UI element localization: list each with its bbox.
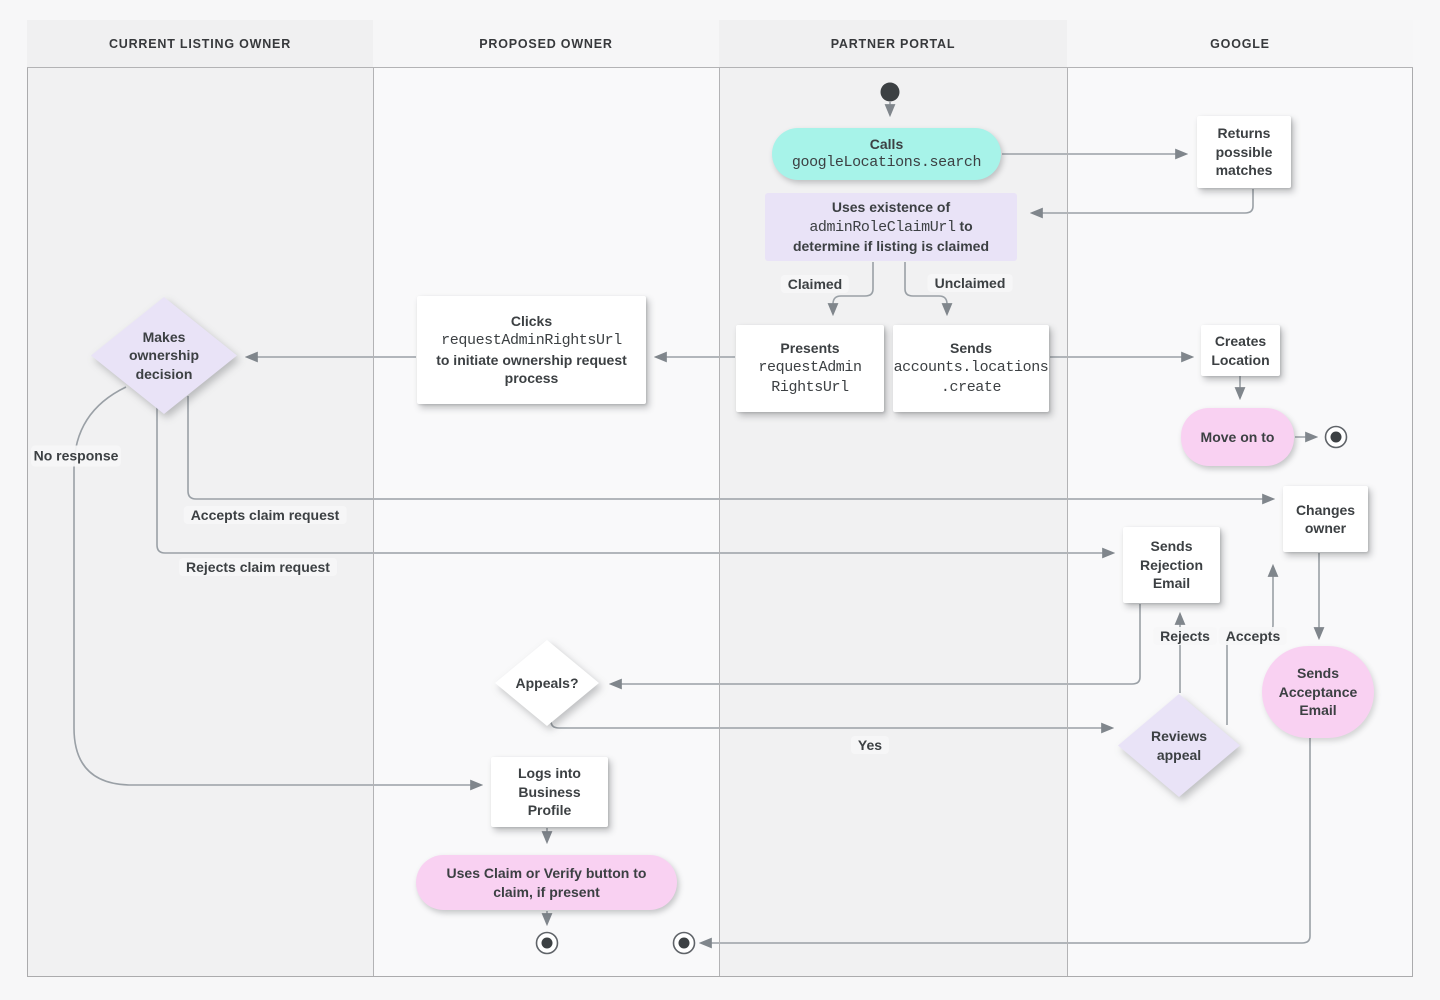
node-text-mono: adminRoleClaimUrl [809,218,956,236]
node-text-bold: Uses existence of [831,199,951,216]
node-text-bold: to determine if listing is claimed [792,217,990,255]
node-text-mono: accounts.locations [893,358,1049,376]
node-calls-google-locations-search: Calls googleLocations.search [772,128,1001,180]
node-sends-rejection-email: Sends Rejection Email [1123,527,1220,603]
edge-appeals-yes-to-reviews [550,716,1115,734]
lane-title: GOOGLE [1210,36,1270,51]
start-node [880,82,900,102]
lane-header-google: GOOGLE [1067,20,1413,68]
node-logs-into-business-profile: Logs into Business Profile [491,757,608,827]
node-text: Logs into Business Profile [518,765,581,819]
node-text-mono: googleLocations.search [791,154,982,172]
node-presents-request-admin-rights-url: Presents requestAdmin RightsUrl [736,325,884,412]
node-text-bold: Sends [949,340,992,357]
edge-claimed-branch [827,262,874,317]
lane-title: CURRENT LISTING OWNER [108,36,292,51]
edge-returns-to-uses-existence [1029,189,1254,219]
node-text-mono: requestAdminRightsUrl [441,331,622,349]
lane-header-proposed-owner: PROPOSED OWNER [373,20,719,68]
edge-label-claimed: Claimed [780,275,850,293]
edge-acceptance-to-end [698,736,1311,949]
node-sends-accounts-locations-create: Sends accounts.locations .create [893,325,1049,412]
edge-label-rejects: Rejects [1153,627,1217,645]
edge-rejects-claim-request [156,400,1116,559]
node-text: Move on to [1200,428,1275,445]
end-node [1324,425,1348,449]
node-sends-acceptance-email: Sends Acceptance Email [1262,646,1374,738]
node-text: Changes owner [1295,501,1356,536]
edge-label-no-response: No response [31,445,121,467]
node-text-mono: .create [940,378,1002,396]
edge-accepts-claim-request [187,396,1276,505]
node-text: Reviews appeal [1150,728,1208,763]
node-reviews-appeal: Reviews appeal [1118,694,1240,797]
node-text: Sends Rejection Email [1139,538,1203,592]
lane-title: PARTNER PORTAL [830,36,956,51]
end-node [672,931,696,955]
node-text: Returns possible matches [1215,125,1273,179]
edge-rejection-to-appeals [608,604,1141,690]
lane-title: PROPOSED OWNER [479,36,613,51]
node-text: Creates Location [1211,333,1270,368]
edge-label-rejects-claim-request: Rejects claim request [179,558,337,576]
node-text-bold: Clicks [510,313,553,330]
lane-divider [719,20,720,977]
lane-header-partner-portal: PARTNER PORTAL [719,20,1067,68]
node-text: Appeals? [515,674,579,691]
node-uses-claim-or-verify-button: Uses Claim or Verify button to claim, if… [416,855,677,910]
node-text: Sends Acceptance Email [1278,665,1358,719]
node-text-bold: Calls [869,135,904,152]
node-text-mono: requestAdmin [758,358,862,376]
lane-divider [373,20,374,977]
node-text-bold: to initiate ownership request process [436,351,627,387]
node-text-bold: Presents [780,340,840,357]
node-returns-possible-matches: Returns possible matches [1197,116,1291,188]
node-appeals-decision: Appeals? [495,640,599,726]
node-makes-ownership-decision: Makes ownership decision [91,297,237,414]
node-text: Uses Claim or Verify button to claim, if… [446,865,647,900]
node-changes-owner: Changes owner [1283,486,1368,552]
node-text-mono: RightsUrl [771,378,849,396]
node-move-on-to: Move on to [1181,408,1294,466]
edge-no-response [73,386,484,791]
edge-label-accepts: Accepts [1218,627,1288,645]
lane-divider [1067,20,1068,977]
lane-header-current-listing-owner: CURRENT LISTING OWNER [27,20,373,68]
edge-label-unclaimed: Unclaimed [927,274,1013,292]
edge-label-accepts-claim-request: Accepts claim request [183,506,347,524]
node-creates-location: Creates Location [1201,325,1280,376]
edge-label-yes: Yes [850,736,890,754]
edge-unclaimed-branch [904,262,953,317]
node-text: Makes ownership decision [128,329,199,382]
end-node [535,931,559,955]
node-clicks-request-admin-rights-url: Clicks requestAdminRightsUrl to initiate… [417,296,646,404]
node-uses-existence-admin-role-claim-url: Uses existence of adminRoleClaimUrl to d… [765,193,1017,261]
